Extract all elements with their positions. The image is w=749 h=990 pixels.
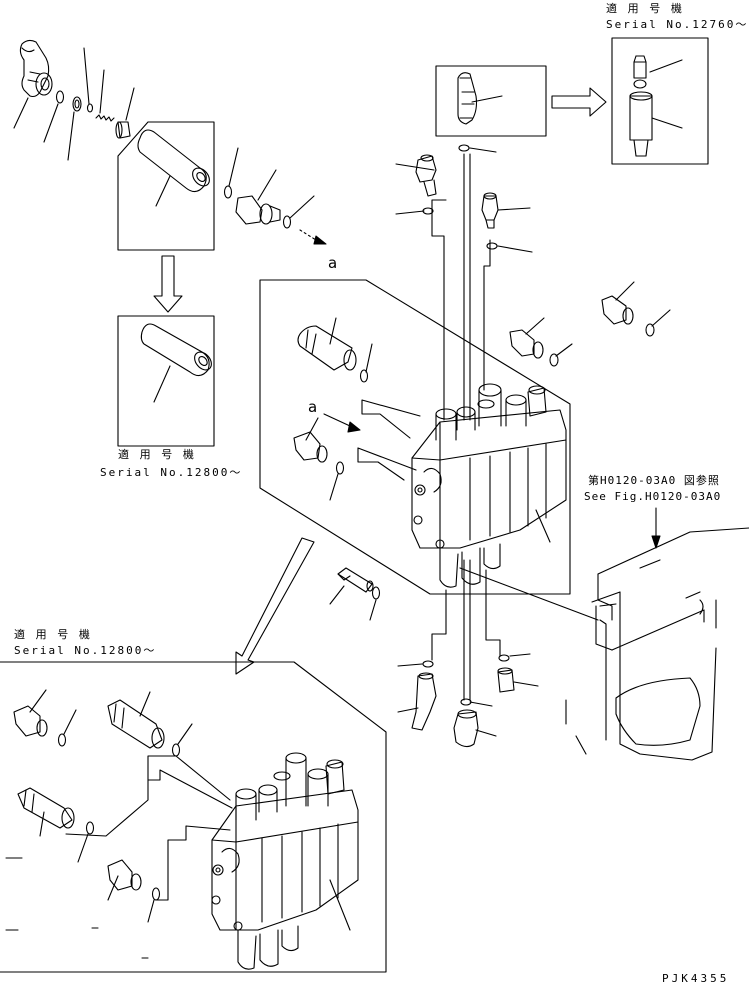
big-down-arrow (236, 538, 314, 674)
small-washer-part (84, 48, 93, 112)
elbow-valve-part (396, 155, 436, 214)
pilot-path (358, 400, 420, 480)
applicable-serial-top-right: Serial No.12760～ (606, 18, 749, 31)
long-connector-part-ll2 (18, 788, 94, 862)
control-valve-assembly (412, 384, 566, 587)
connector-part (236, 170, 280, 224)
plug-part-lower (498, 668, 538, 692)
o-ring-part (361, 344, 373, 382)
figure-reference-jp: 第H0120-03A0 図参照 (588, 474, 720, 487)
connector-part-right (602, 282, 670, 336)
applicable-serial-jp-lower-left: 適 用 号 機 (14, 628, 92, 641)
down-arrow-left (154, 256, 182, 312)
spring-part (96, 70, 114, 121)
valve-new-box (612, 38, 708, 164)
elbow-fitting-part (14, 40, 52, 128)
direction-arrow-a (300, 230, 326, 244)
connector-part-mid (510, 318, 572, 366)
o-ring-part (487, 243, 532, 252)
backup-ring-part (68, 97, 81, 160)
elbow-valve-part-lower (398, 661, 436, 730)
reference-marker-a-lower: a (308, 398, 318, 416)
applicable-serial-lower-left: Serial No.12800～ (14, 644, 157, 657)
o-ring-part (330, 462, 344, 500)
pilot-valve-part (454, 710, 496, 747)
sleeve-detail-box (118, 122, 214, 250)
applicable-serial-jp-top-right: 適 用 号 機 (606, 2, 684, 15)
o-ring-part (499, 654, 530, 661)
leader-to-frame (460, 568, 598, 620)
sleeve-detail-box-new (118, 316, 215, 446)
plug-part (116, 88, 134, 138)
figure-reference-en: See Fig.H0120-03A0 (584, 490, 722, 503)
o-ring-part (225, 148, 239, 198)
leader-ticks (6, 858, 148, 958)
right-arrow (552, 88, 606, 116)
o-ring-part (284, 196, 315, 228)
drawing-code: PJK4355 (662, 972, 730, 985)
o-ring-part (459, 145, 496, 152)
direction-arrow-a (324, 414, 360, 432)
o-ring-part (44, 91, 64, 142)
short-connector-part-ll (108, 860, 160, 922)
connector-part-ll1 (14, 690, 76, 746)
frame-assembly (566, 528, 749, 760)
valve-old-box (436, 66, 546, 136)
pilot-lines (432, 154, 500, 700)
fitting-part (482, 193, 530, 228)
long-connector-part (298, 318, 356, 370)
short-connector-part (294, 418, 327, 462)
control-valve-assembly-new (212, 753, 358, 969)
new-valve-detail-box (0, 662, 386, 972)
applicable-serial-upper-left: Serial No.12800～ (100, 466, 243, 479)
reference-marker-a-upper: a (328, 254, 338, 272)
o-ring-part (461, 699, 492, 706)
main-valve-outline-box (260, 280, 570, 594)
pilot-path-ll (66, 756, 232, 900)
applicable-serial-jp-upper-left: 適 用 号 機 (118, 448, 196, 461)
bolt-part (330, 568, 380, 620)
figure-ref-arrow (652, 508, 660, 548)
long-connector-part-ll (108, 692, 192, 756)
